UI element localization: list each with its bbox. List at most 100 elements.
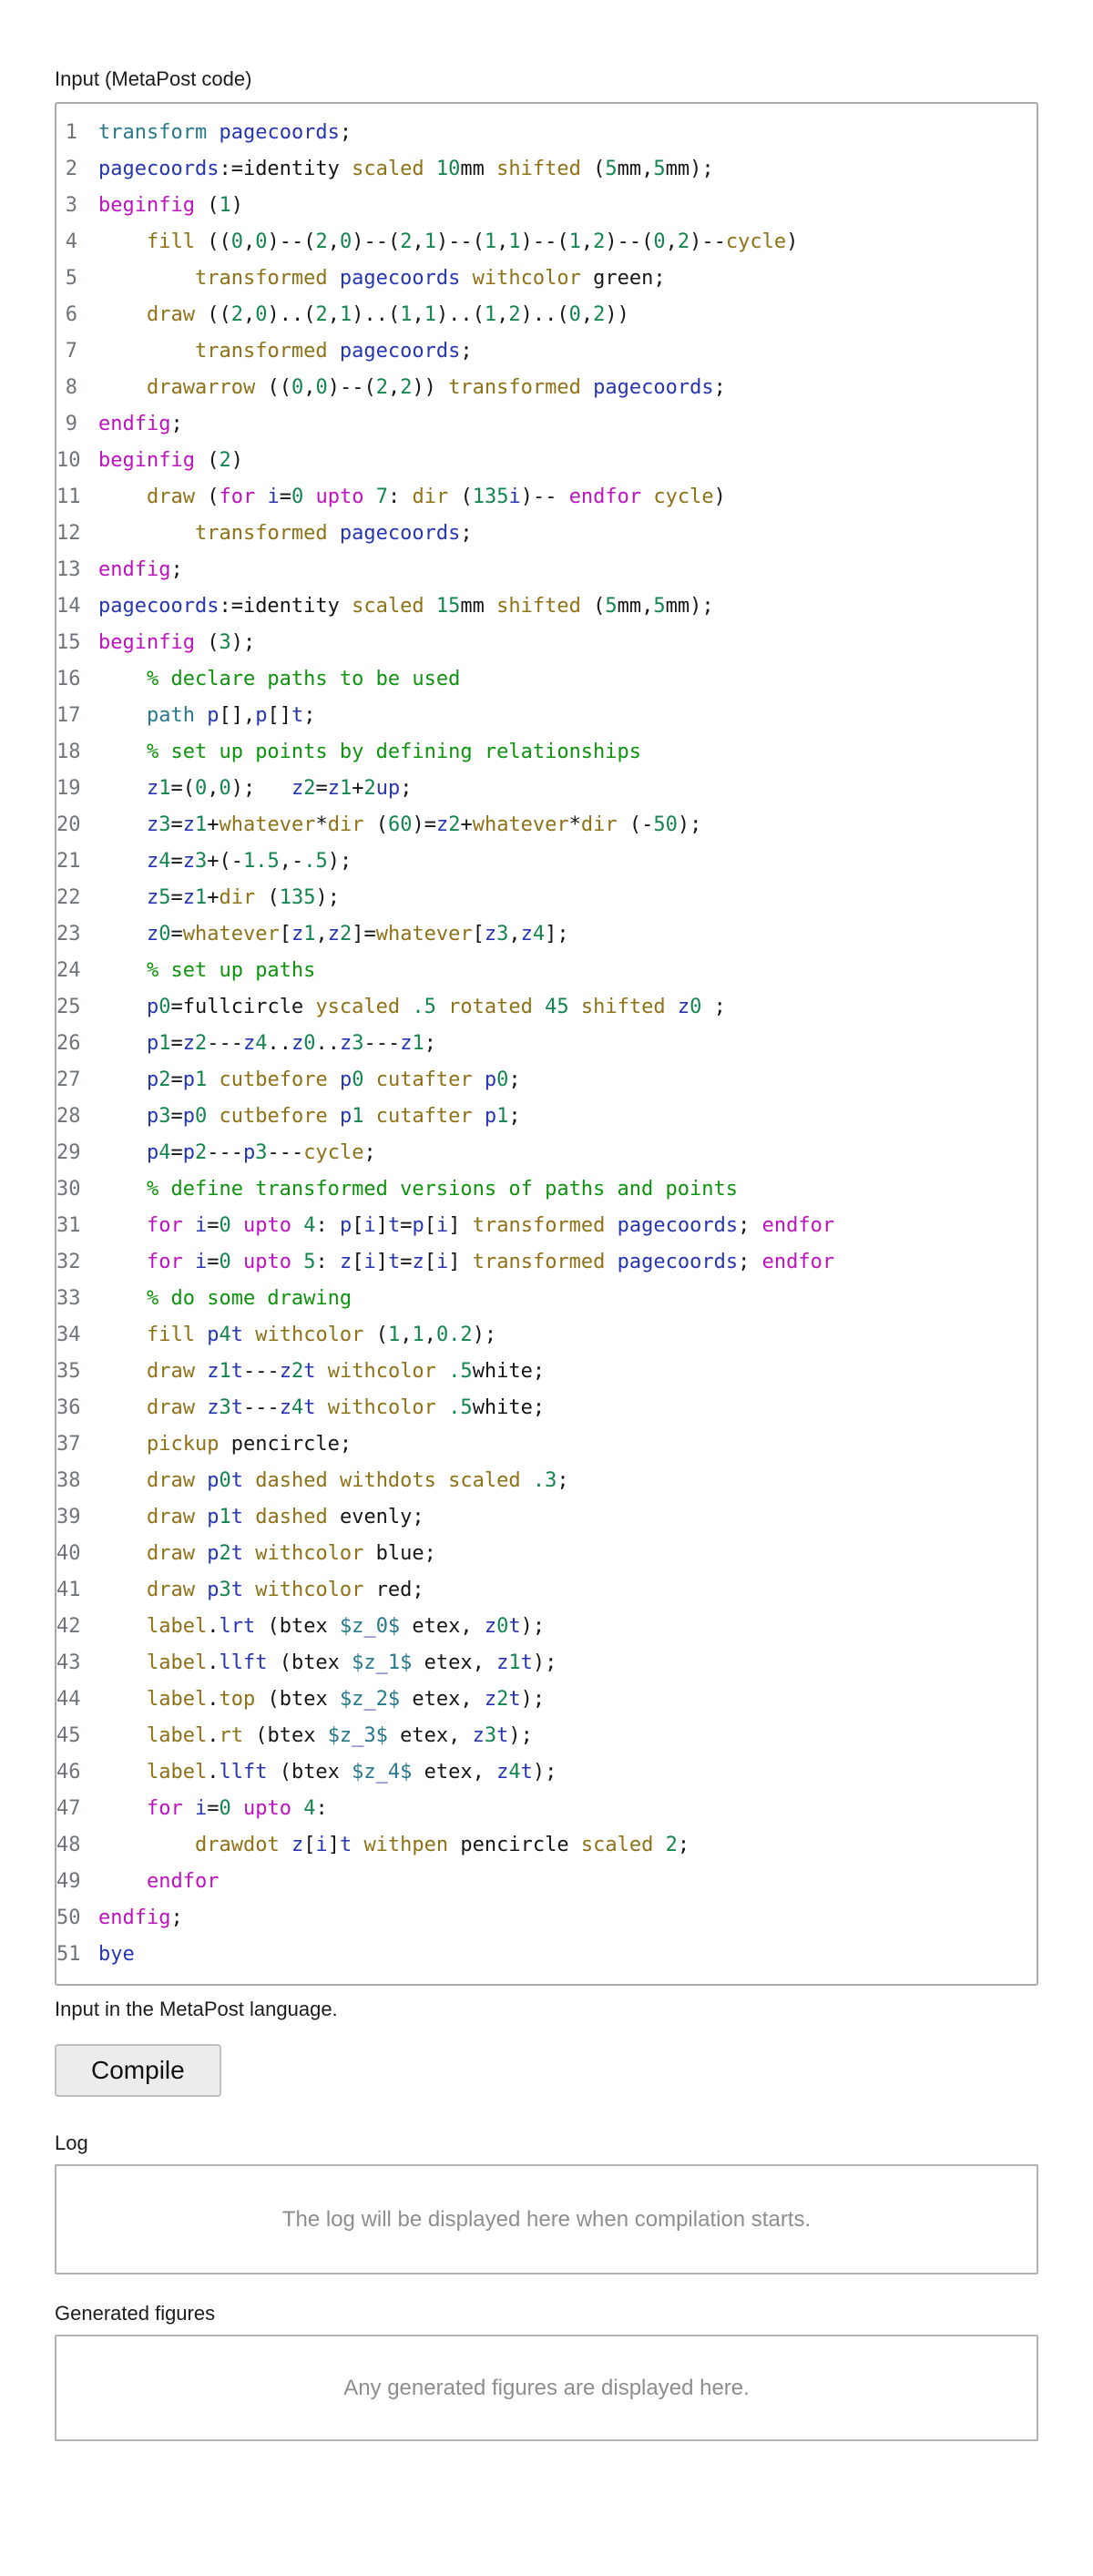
code-line: 37 pickup pencircle; bbox=[56, 1426, 1037, 1463]
line-number: 13 bbox=[56, 558, 81, 581]
figures-box: Any generated figures are displayed here… bbox=[55, 2335, 1038, 2441]
line-number: 38 bbox=[56, 1469, 81, 1492]
code-line: 30 % define transformed versions of path… bbox=[56, 1171, 1037, 1208]
code-text: draw p3t withcolor red; bbox=[146, 1579, 424, 1601]
code-text: draw (for i=0 upto 7: dir (135i)-- endfo… bbox=[146, 486, 726, 508]
input-label: Input (MetaPost code) bbox=[55, 67, 252, 90]
code-line: 18 % set up points by defining relations… bbox=[56, 734, 1037, 771]
line-number: 37 bbox=[56, 1433, 81, 1456]
code-line: 13 endfig; bbox=[56, 552, 1037, 588]
line-number: 8 bbox=[65, 376, 77, 399]
code-text: pickup pencircle; bbox=[146, 1433, 352, 1456]
line-number: 20 bbox=[56, 813, 81, 836]
line-number: 34 bbox=[56, 1324, 81, 1346]
code-text: beginfig (1) bbox=[98, 194, 243, 217]
line-number: 46 bbox=[56, 1761, 81, 1784]
code-text: bye bbox=[98, 1943, 135, 1966]
code-text: p4=p2---p3---cycle; bbox=[146, 1141, 376, 1164]
line-number: 2 bbox=[65, 158, 77, 180]
line-number: 45 bbox=[56, 1724, 81, 1747]
line-number: 43 bbox=[56, 1651, 81, 1674]
line-number: 14 bbox=[56, 595, 81, 618]
code-line: 49 endfor bbox=[56, 1864, 1037, 1900]
code-line: 20 z3=z1+whatever*dir (60)=z2+whatever*d… bbox=[56, 807, 1037, 843]
code-text: draw z1t---z2t withcolor .5white; bbox=[146, 1360, 546, 1383]
code-text: drawarrow ((0,0)--(2,2)) transformed pag… bbox=[146, 376, 726, 399]
code-line: 22 z5=z1+dir (135); bbox=[56, 880, 1037, 916]
code-text: endfig; bbox=[98, 558, 183, 581]
code-line: 44 label.top (btex $z_2$ etex, z2t); bbox=[56, 1682, 1037, 1718]
code-text: endfor bbox=[146, 1870, 220, 1893]
code-text: draw ((2,0)..(2,1)..(1,1)..(1,2)..(0,2)) bbox=[146, 303, 629, 326]
line-number: 39 bbox=[56, 1506, 81, 1528]
code-text: % do some drawing bbox=[146, 1287, 352, 1310]
input-caption: Input in the MetaPost language. bbox=[55, 1998, 338, 2020]
code-line: 21 z4=z3+(-1.5,-.5); bbox=[56, 843, 1037, 880]
code-line: 24 % set up paths bbox=[56, 953, 1037, 989]
code-text: draw p0t dashed withdots scaled .3; bbox=[146, 1469, 569, 1492]
compile-button[interactable]: Compile bbox=[55, 2044, 221, 2097]
line-number: 42 bbox=[56, 1615, 81, 1638]
code-text: endfig; bbox=[98, 413, 183, 435]
code-line: 8 drawarrow ((0,0)--(2,2)) transformed p… bbox=[56, 370, 1037, 406]
code-text: for i=0 upto 4: bbox=[146, 1797, 328, 1820]
code-line: 41 draw p3t withcolor red; bbox=[56, 1572, 1037, 1609]
code-line: 32 for i=0 upto 5: z[i]t=z[i] transforme… bbox=[56, 1244, 1037, 1281]
code-text: transformed pagecoords; bbox=[194, 340, 473, 363]
code-text: draw p1t dashed evenly; bbox=[146, 1506, 424, 1528]
code-line: 31 for i=0 upto 4: p[i]t=p[i] transforme… bbox=[56, 1208, 1037, 1244]
code-line: 35 draw z1t---z2t withcolor .5white; bbox=[56, 1354, 1037, 1390]
code-line: 25 p0=fullcircle yscaled .5 rotated 45 s… bbox=[56, 989, 1037, 1026]
line-number: 12 bbox=[56, 522, 81, 545]
code-text: pagecoords:=identity scaled 15mm shifted… bbox=[98, 595, 714, 618]
code-line: 16 % declare paths to be used bbox=[56, 661, 1037, 698]
code-text: label.top (btex $z_2$ etex, z2t); bbox=[146, 1688, 546, 1711]
line-number: 23 bbox=[56, 923, 81, 946]
line-number: 3 bbox=[65, 194, 77, 217]
code-text: p0=fullcircle yscaled .5 rotated 45 shif… bbox=[146, 996, 726, 1018]
code-text: draw z3t---z4t withcolor .5white; bbox=[146, 1396, 546, 1419]
line-number: 19 bbox=[56, 777, 81, 800]
code-text: label.llft (btex $z_1$ etex, z1t); bbox=[146, 1651, 557, 1674]
code-line: 28 p3=p0 cutbefore p1 cutafter p1; bbox=[56, 1099, 1037, 1135]
line-number: 1 bbox=[65, 121, 77, 144]
code-text: % set up paths bbox=[146, 959, 316, 982]
code-text: % declare paths to be used bbox=[146, 668, 461, 690]
code-line: 36 draw z3t---z4t withcolor .5white; bbox=[56, 1390, 1037, 1426]
line-number: 17 bbox=[56, 704, 81, 727]
code-text: drawdot z[i]t withpen pencircle scaled 2… bbox=[194, 1834, 690, 1856]
code-line: 34 fill p4t withcolor (1,1,0.2); bbox=[56, 1317, 1037, 1354]
line-number: 44 bbox=[56, 1688, 81, 1711]
code-line: 42 label.lrt (btex $z_0$ etex, z0t); bbox=[56, 1609, 1037, 1645]
code-text: label.llft (btex $z_4$ etex, z4t); bbox=[146, 1761, 557, 1784]
line-number: 29 bbox=[56, 1141, 81, 1164]
code-text: draw p2t withcolor blue; bbox=[146, 1542, 436, 1565]
line-number: 30 bbox=[56, 1178, 81, 1201]
code-line: 39 draw p1t dashed evenly; bbox=[56, 1499, 1037, 1536]
code-text: z5=z1+dir (135); bbox=[146, 886, 340, 909]
code-text: beginfig (3); bbox=[98, 631, 256, 654]
code-text: endfig; bbox=[98, 1906, 183, 1929]
code-text: fill ((0,0)--(2,0)--(2,1)--(1,1)--(1,2)-… bbox=[146, 230, 799, 253]
code-line: 38 draw p0t dashed withdots scaled .3; bbox=[56, 1463, 1037, 1499]
code-text: for i=0 upto 5: z[i]t=z[i] transformed p… bbox=[146, 1251, 835, 1273]
code-line: 40 draw p2t withcolor blue; bbox=[56, 1536, 1037, 1572]
line-number: 49 bbox=[56, 1870, 81, 1893]
line-number: 35 bbox=[56, 1360, 81, 1383]
code-text: z1=(0,0); z2=z1+2up; bbox=[146, 777, 413, 800]
code-text: label.lrt (btex $z_0$ etex, z0t); bbox=[146, 1615, 546, 1638]
line-number: 21 bbox=[56, 850, 81, 873]
code-text: z3=z1+whatever*dir (60)=z2+whatever*dir … bbox=[146, 813, 702, 836]
code-text: transformed pagecoords withcolor green; bbox=[194, 267, 666, 290]
code-line: 27 p2=p1 cutbefore p0 cutafter p0; bbox=[56, 1062, 1037, 1099]
code-line: 6 draw ((2,0)..(2,1)..(1,1)..(1,2)..(0,2… bbox=[56, 297, 1037, 333]
code-line: 5 transformed pagecoords withcolor green… bbox=[56, 261, 1037, 297]
line-number: 48 bbox=[56, 1834, 81, 1856]
code-line: 23 z0=whatever[z1,z2]=whatever[z3,z4]; bbox=[56, 916, 1037, 953]
